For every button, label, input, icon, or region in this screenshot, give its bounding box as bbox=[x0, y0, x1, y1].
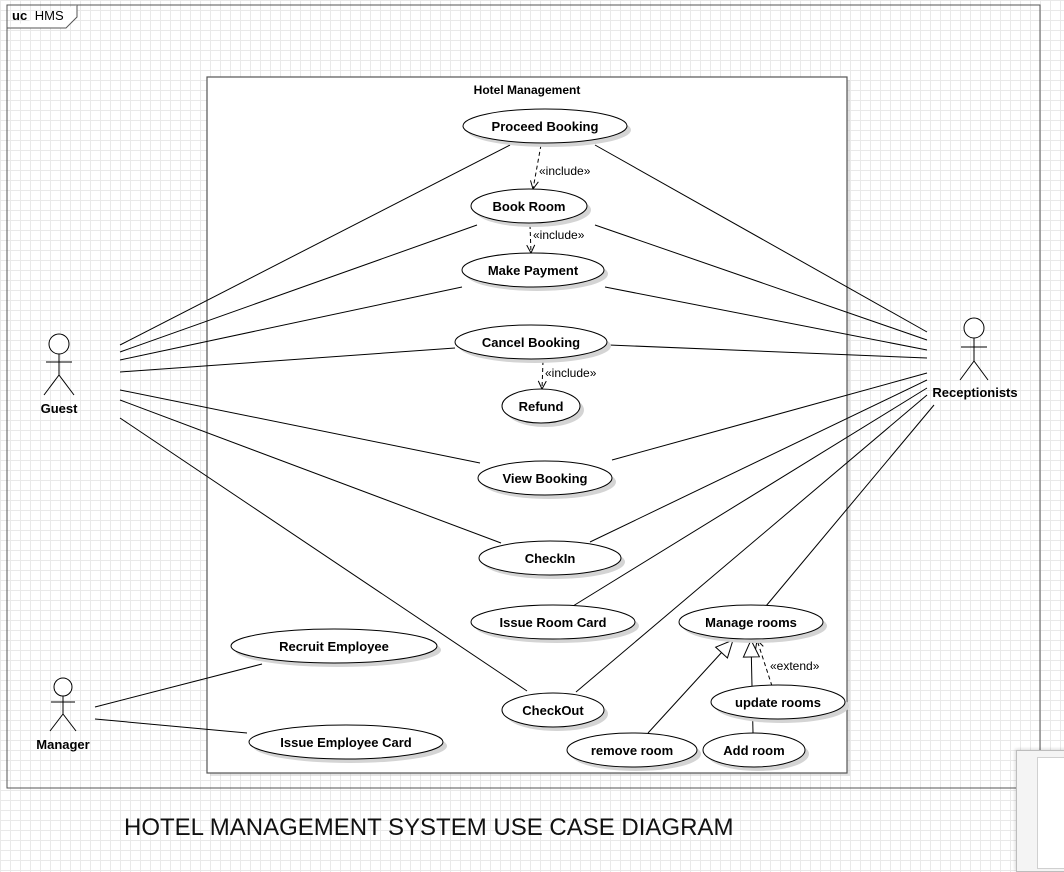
actor-manager[interactable]: Manager bbox=[36, 677, 90, 752]
include-arrow-proceed-book bbox=[533, 144, 542, 189]
diagram-caption: HOTEL MANAGEMENT SYSTEM USE CASE DIAGRAM bbox=[124, 814, 734, 841]
use-case-label: Manage rooms bbox=[705, 615, 797, 630]
use-case-label: Proceed Booking bbox=[492, 119, 599, 134]
assoc-manager-recruit-employee bbox=[94, 663, 263, 708]
extend-label: «extend» bbox=[770, 659, 820, 673]
assoc-receptionists-view-booking bbox=[611, 372, 928, 461]
assoc-receptionists-checkout bbox=[575, 394, 928, 693]
use-case-recruit-employee[interactable]: Recruit Employee bbox=[230, 628, 441, 667]
minimap-viewport bbox=[1037, 757, 1064, 869]
stick-figure-icon bbox=[49, 677, 77, 732]
assoc-guest-make-payment bbox=[119, 286, 463, 361]
assoc-receptionists-make-payment bbox=[604, 286, 928, 351]
actor-label: Manager bbox=[36, 737, 89, 752]
actor-receptionists[interactable]: Receptionists bbox=[932, 317, 1018, 400]
use-case-label: remove room bbox=[591, 743, 673, 758]
associations bbox=[94, 144, 935, 734]
use-case-cancel-booking[interactable]: Cancel Booking bbox=[454, 324, 611, 363]
assoc-receptionists-book-room bbox=[594, 224, 928, 341]
assoc-guest-view-booking bbox=[119, 389, 481, 464]
assoc-receptionists-proceed-booking bbox=[594, 144, 928, 333]
include-label-1: «include» bbox=[539, 164, 591, 178]
use-case-label: Make Payment bbox=[488, 263, 579, 278]
use-case-label: Issue Employee Card bbox=[280, 735, 412, 750]
assoc-receptionists-checkin bbox=[589, 379, 928, 543]
use-case-view-booking[interactable]: View Booking bbox=[477, 460, 616, 499]
frame-hms[interactable]: uc HMS bbox=[6, 4, 1041, 789]
assoc-guest-checkin bbox=[119, 399, 502, 544]
use-case-refund[interactable]: Refund bbox=[501, 388, 584, 427]
stick-figure-icon bbox=[43, 333, 75, 396]
use-case-label: Issue Room Card bbox=[500, 615, 607, 630]
actor-label: Receptionists bbox=[932, 385, 1017, 400]
frame-keyword: uc bbox=[12, 8, 27, 23]
use-case-label: Refund bbox=[519, 399, 564, 414]
system-title: Hotel Management bbox=[474, 83, 581, 97]
assoc-guest-book-room bbox=[119, 224, 478, 353]
dependencies: «include» «include» «include» «extend» bbox=[530, 144, 820, 734]
use-case-make-payment[interactable]: Make Payment bbox=[461, 252, 608, 291]
use-case-label: Add room bbox=[723, 743, 784, 758]
include-label-3: «include» bbox=[545, 366, 597, 380]
use-case-label: CheckOut bbox=[522, 703, 584, 718]
stick-figure-icon bbox=[959, 317, 989, 381]
generalization-remove-manage bbox=[647, 639, 734, 734]
include-arrow-cancel-refund bbox=[542, 360, 543, 389]
minimap-panel[interactable] bbox=[1016, 750, 1064, 872]
use-case-issue-employee-card[interactable]: Issue Employee Card bbox=[248, 724, 447, 763]
use-case-label: CheckIn bbox=[525, 551, 576, 566]
use-case-label: Recruit Employee bbox=[279, 639, 389, 654]
include-label-2: «include» bbox=[533, 228, 585, 242]
use-case-checkin[interactable]: CheckIn bbox=[478, 540, 625, 579]
extend-arrow-update-manage bbox=[757, 640, 773, 687]
assoc-manager-issue-employee-card bbox=[94, 718, 248, 734]
system-boundary[interactable]: Hotel Management bbox=[206, 76, 850, 776]
actor-label: Guest bbox=[41, 401, 79, 416]
use-case-label: update rooms bbox=[735, 695, 821, 710]
frame-name: HMS bbox=[35, 8, 64, 23]
assoc-guest-checkout bbox=[119, 417, 528, 692]
use-case-checkout[interactable]: CheckOut bbox=[501, 692, 608, 731]
assoc-guest-proceed-booking bbox=[119, 144, 511, 346]
use-case-label: View Booking bbox=[503, 471, 588, 486]
use-case-issue-room-card[interactable]: Issue Room Card bbox=[470, 604, 639, 643]
include-arrow-book-payment bbox=[530, 224, 531, 253]
assoc-receptionists-cancel-booking bbox=[608, 344, 928, 359]
assoc-receptionists-issue-room-card bbox=[572, 387, 928, 607]
use-case-label: Cancel Booking bbox=[482, 335, 580, 350]
assoc-guest-cancel-booking bbox=[119, 347, 456, 373]
use-case-proceed-booking[interactable]: Proceed Booking bbox=[462, 108, 631, 147]
use-case-remove-room[interactable]: remove room bbox=[566, 732, 701, 771]
use-case-add-room[interactable]: Add room bbox=[702, 732, 809, 771]
use-case-manage-rooms[interactable]: Manage rooms bbox=[678, 604, 827, 643]
actor-guest[interactable]: Guest bbox=[41, 333, 79, 416]
svg-text:uc HMS: uc HMS bbox=[12, 8, 64, 23]
use-case-label: Book Room bbox=[493, 199, 566, 214]
use-case-book-room[interactable]: Book Room bbox=[470, 188, 591, 227]
use-case-update-rooms[interactable]: update rooms bbox=[710, 684, 849, 723]
assoc-receptionists-manage-rooms bbox=[765, 404, 935, 607]
